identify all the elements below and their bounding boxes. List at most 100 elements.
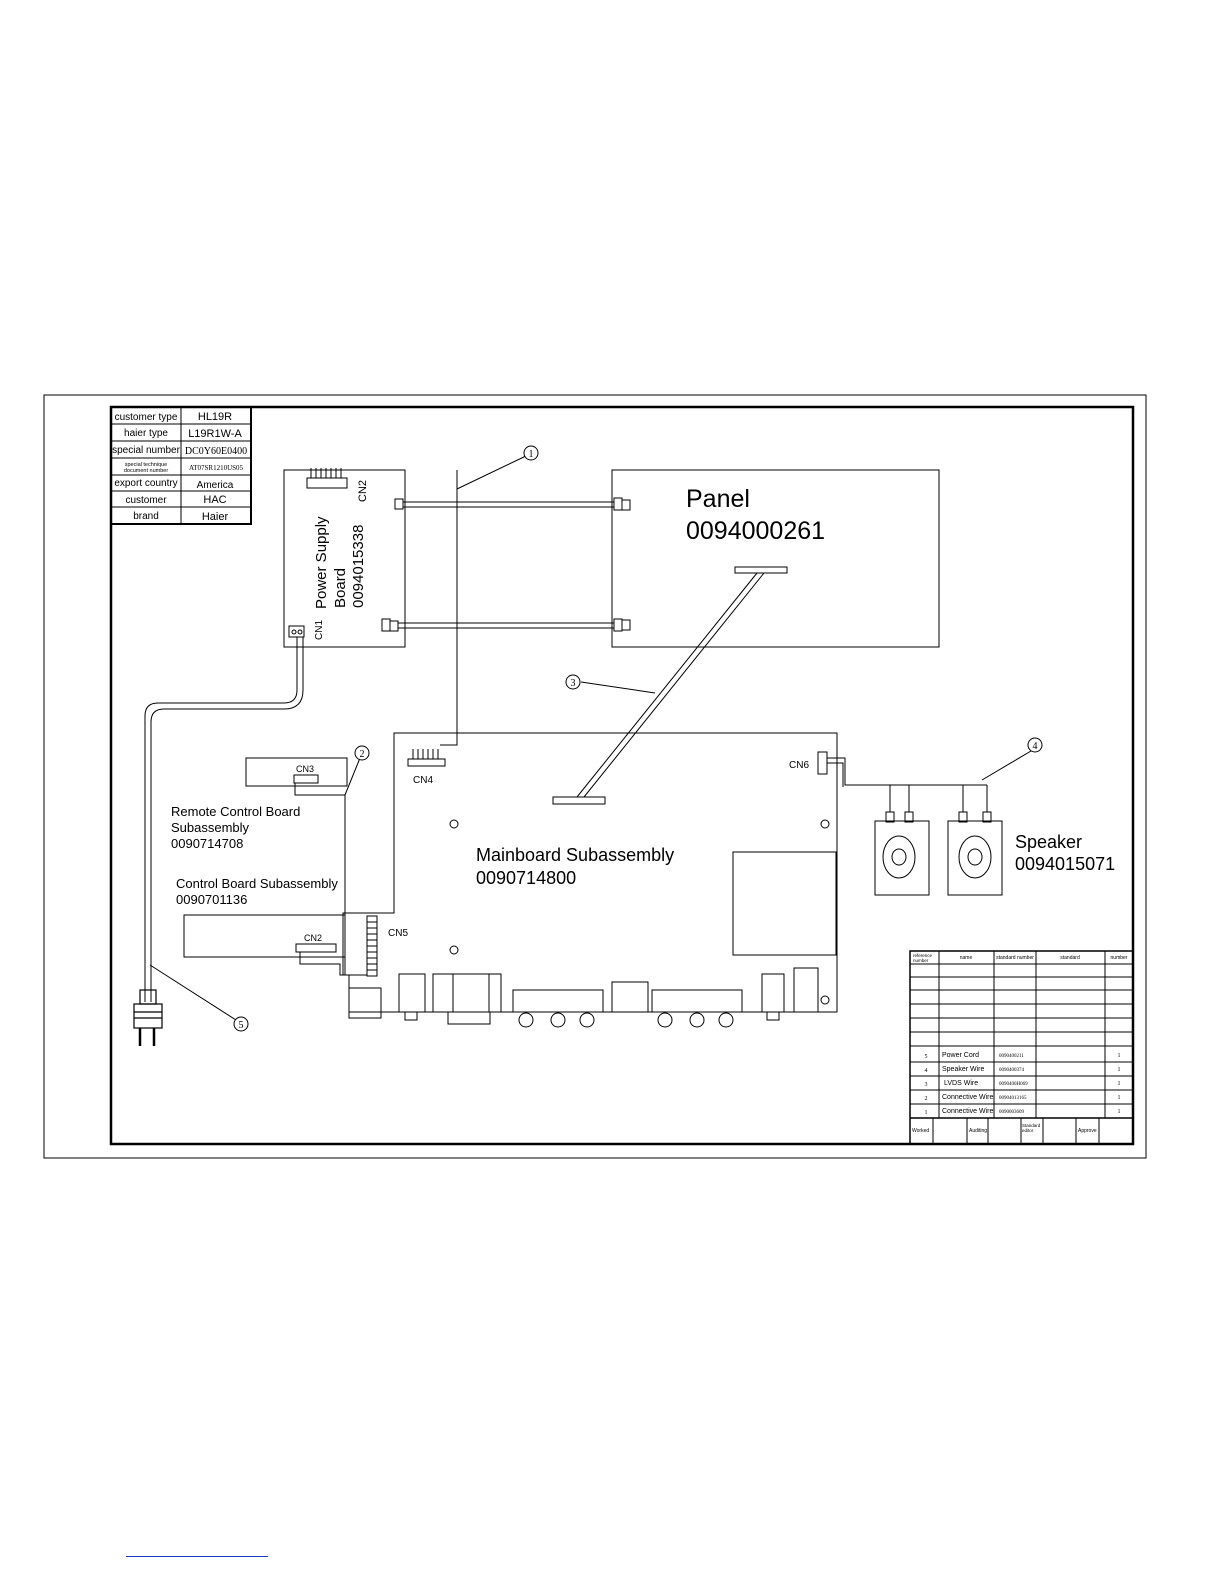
svg-text:5: 5 (239, 1020, 244, 1031)
bom-name-2: Connective Wire (942, 1094, 993, 1101)
footer-link-underline[interactable] (126, 1556, 268, 1557)
power-supply-title: Power Supply (313, 516, 330, 609)
bom-header-standard: standard (1060, 955, 1080, 961)
svg-text:4: 4 (1033, 741, 1038, 752)
info-value-export-country: America (197, 480, 234, 491)
bom-ref-2: 2 (925, 1096, 928, 1102)
bom-ref-5: 5 (925, 1054, 928, 1060)
control-cn2-connector (295, 943, 337, 953)
bom-header-number: number (1111, 955, 1128, 961)
svg-text:3: 3 (571, 678, 576, 689)
speaker-part-number: 0094015071 (1015, 854, 1115, 874)
power-supply-cn2-label: CN2 (357, 480, 369, 502)
bom-qty-5: 1 (1118, 1053, 1121, 1059)
mainboard-cn6-connector (817, 751, 828, 775)
info-label-customer: customer (125, 495, 167, 506)
power-supply-cn1-label: CN1 (314, 620, 325, 640)
callout-1: 1 (523, 445, 539, 461)
bom-name-4: Speaker Wire (942, 1066, 985, 1073)
bom-ref-4: 4 (925, 1068, 928, 1074)
power-supply-part-number: 0094015338 (350, 525, 367, 608)
bom-rows: 5 Power Cord 0090400211 1 4 Speaker Wire… (925, 1052, 1121, 1116)
bom-stdno-1: 0090003609 (999, 1110, 1025, 1115)
panel: Panel 0094000261 (611, 469, 940, 648)
bom-header-name: name (960, 955, 973, 961)
info-label-brand: brand (133, 511, 159, 522)
bom-qty-2: 1 (1118, 1095, 1121, 1101)
bom-qty-1: 1 (1118, 1109, 1121, 1115)
speaker-assembly (827, 750, 1032, 896)
mainboard-cn5-label: CN5 (388, 928, 408, 939)
mainboard-title: Mainboard Subassembly (476, 845, 674, 865)
mainboard-cn6-label: CN6 (789, 760, 809, 771)
info-value-haier-type: L19R1W-A (188, 428, 242, 440)
info-value-special-number: DC0Y60E0400 (185, 446, 247, 457)
bom-name-1: Connective Wire (942, 1108, 993, 1115)
control-cn2-label: CN2 (304, 933, 322, 943)
bom-stdno-2: 00904013165 (999, 1096, 1027, 1101)
connective-wire-psu-panel (398, 501, 614, 629)
power-cord (144, 637, 304, 1021)
bom-header-std-no: standard number (996, 955, 1034, 961)
callout-5: 5 (233, 1016, 249, 1032)
mainboard-part-number: 0090714800 (476, 868, 576, 888)
bom-stdno-4: 0090400374 (999, 1068, 1025, 1073)
info-label-haier-type: haier type (124, 428, 168, 439)
bom-ref-1: 1 (925, 1110, 928, 1116)
remote-board-subassembly: Subassembly (171, 820, 250, 835)
info-value-customer: HAC (203, 494, 226, 506)
bom-qty-3: 1 (1118, 1081, 1121, 1087)
bom-qty-4: 1 (1118, 1067, 1121, 1073)
lvds-wire (576, 572, 765, 798)
info-label-special-number: special number (112, 445, 180, 456)
sign-auditing: Auditing (969, 1128, 987, 1134)
power-supply-cn2-connector (306, 477, 348, 489)
speaker-title: Speaker (1015, 832, 1082, 852)
panel-part-number: 0094000261 (686, 517, 825, 545)
control-board-title: Control Board Subassembly (176, 876, 338, 891)
power-supply-board: CN2 Power Supply Board 0094015338 CN1 (283, 468, 406, 648)
bom-stdno-5: 0090400211 (999, 1054, 1024, 1059)
remote-cn3-label: CN3 (296, 764, 314, 774)
remote-control-board: CN3 Remote Control Board Subassembly 009… (171, 757, 367, 976)
info-value-customer-type: HL19R (198, 411, 232, 423)
panel-title: Panel (686, 485, 750, 513)
speaker-right (947, 820, 1003, 896)
mainboard-cn4-connector (407, 758, 446, 767)
info-label-export-country: export country (114, 478, 177, 489)
bom-ref-3: 3 (925, 1082, 928, 1088)
bom-table (909, 950, 1134, 1145)
svg-text:2: 2 (360, 749, 365, 760)
remote-board-title: Remote Control Board (171, 804, 300, 819)
callout-4: 4 (1027, 737, 1043, 753)
bom-name-5: Power Cord (942, 1052, 979, 1059)
bom-stdno-3: 0090400H069 (999, 1082, 1028, 1087)
mainboard: Mainboard Subassembly 0090714800 CN4 CN6… (342, 732, 838, 1028)
sign-worked: Worked (912, 1128, 929, 1134)
info-label-customer-type: customer type (115, 412, 178, 423)
power-supply-board-word: Board (332, 568, 349, 608)
sign-approve: Approve (1078, 1128, 1097, 1134)
connective-wire-psu-mainboard (440, 454, 529, 746)
remote-cn3-connector (293, 774, 319, 784)
outer-frame (43, 394, 1147, 1159)
mainboard-cn4-label: CN4 (413, 775, 433, 786)
info-table: customer type HL19R haier type L19R1W-A … (110, 406, 252, 525)
mainboard-lvds-connector (552, 796, 606, 805)
remote-board-part-number: 0090714708 (171, 836, 243, 851)
info-value-special-technique: AT07SR1210US05 (189, 464, 244, 472)
control-board: CN2 Control Board Subassembly 0090701136 (176, 876, 346, 976)
power-plug-icon (133, 989, 163, 1046)
callout-3: 3 (565, 674, 581, 690)
info-value-brand: Haier (202, 511, 229, 523)
callout-2: 2 (354, 745, 370, 761)
bom-name-3: LVDS Wire (944, 1080, 978, 1087)
speaker-left (874, 820, 930, 896)
panel-lvds-connector (734, 566, 788, 574)
